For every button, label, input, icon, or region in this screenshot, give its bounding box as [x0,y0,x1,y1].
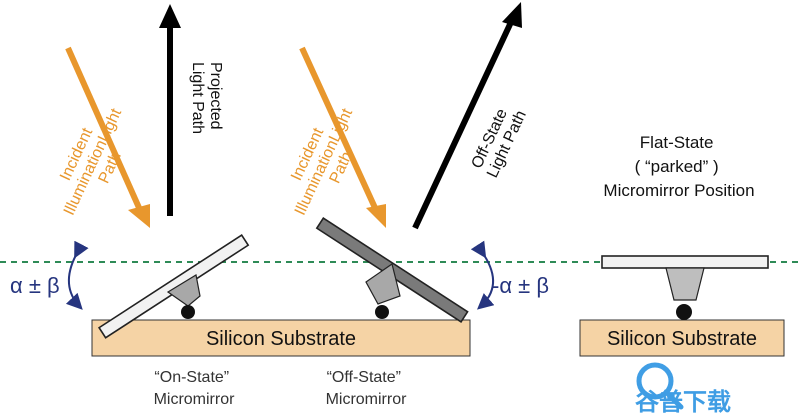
off-state-arrow [412,2,522,230]
incident-arrow-off [299,46,386,228]
on-angle-label: α ± β [10,273,60,298]
incident-arrow-on [65,46,150,228]
on-state-caption: “On-State” Micromirror [154,369,236,408]
magnifier-icon [636,362,684,410]
off-state-label: Off-State Light Path [468,100,530,180]
incident-label-on: Incident IlluminationLight Path [45,94,144,225]
off-state-micromirror [315,217,469,323]
projected-arrow [159,4,181,216]
flat-state-title: Flat-State ( “parked” ) Micromirror Posi… [603,133,754,200]
on-state-micromirror [97,234,250,339]
off-state-caption: “Off-State” Micromirror [326,369,408,408]
projected-label: Projected Light Path [189,62,224,134]
on-angle-indicator: α ± β [10,240,89,310]
off-angle-label: -α ± β [492,273,549,298]
watermark: 谷普下载 [635,362,731,416]
silicon-substrate-right-label: Silicon Substrate [607,328,757,350]
silicon-substrate-left [91,319,471,357]
silicon-substrate-right [579,319,785,357]
watermark-text: 谷普下载 [635,388,731,416]
off-angle-indicator: -α ± β [470,240,549,310]
incident-label-off: Incident IlluminationLight Path [276,94,375,225]
svg-text:Projected Light Path: Projected Light Path [189,62,224,134]
silicon-substrate-left-label: Silicon Substrate [206,328,356,350]
svg-text:Off-State Light Path: Off-State Light Path [468,100,530,180]
svg-text:Incident IlluminationLig: Incident IlluminationLight Path [276,94,375,225]
flat-state-micromirror [601,255,769,320]
svg-text:Incident IlluminationLig: Incident IlluminationLight Path [45,94,144,225]
